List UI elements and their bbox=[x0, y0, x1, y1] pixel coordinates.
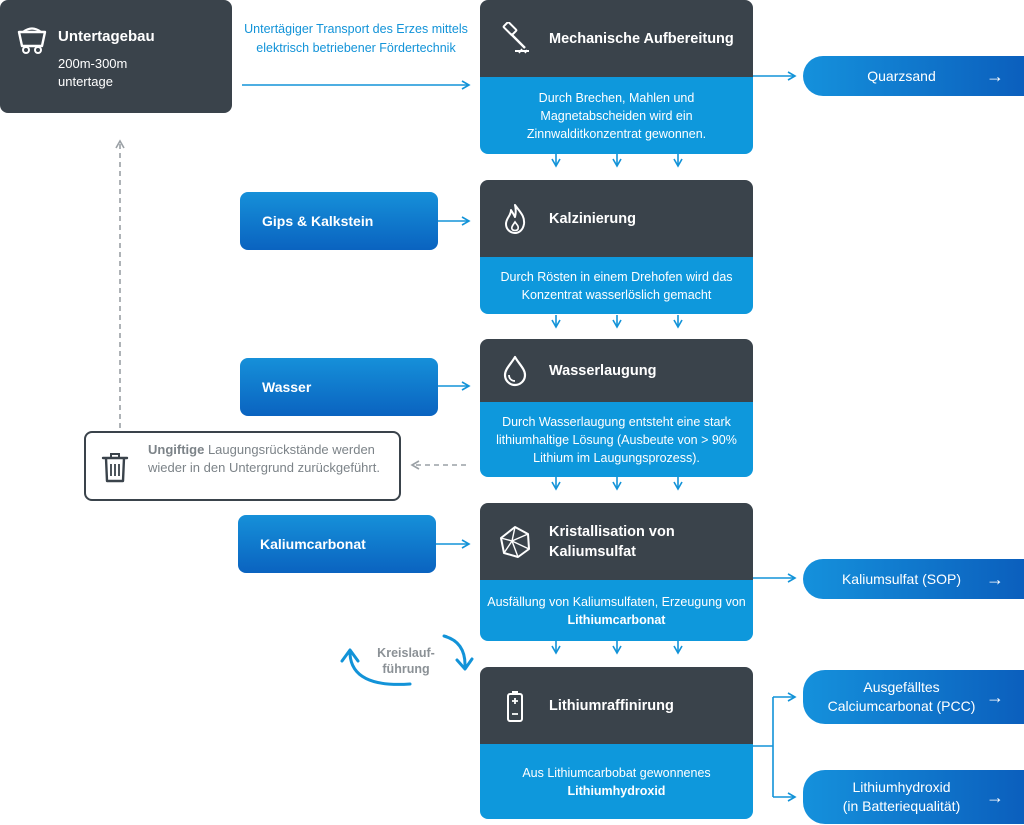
output-label: Lithiumhydroxid (in Batteriequalität) bbox=[803, 778, 986, 816]
battery-icon bbox=[507, 690, 523, 722]
step-header: Mechanische Aufbereitung bbox=[480, 0, 753, 77]
step-header: Kristallisation von Kaliumsulfat bbox=[480, 503, 753, 580]
step-kristallisation: Kristallisation von Kaliumsulfat Ausfäll… bbox=[480, 503, 753, 641]
step-title: Lithiumraffinirung bbox=[549, 697, 674, 714]
arrow-right-icon: → bbox=[986, 568, 1004, 589]
output-lithiumhydroxid: Lithiumhydroxid (in Batteriequalität) → bbox=[803, 770, 1024, 824]
output-pcc: Ausgefälltes Calciumcarbonat (PCC) → bbox=[803, 670, 1024, 724]
flow-arrows-3 bbox=[551, 477, 683, 491]
output-label-line2: Calciumcarbonat (PCC) bbox=[827, 698, 976, 714]
mine-cart-icon bbox=[17, 27, 47, 54]
flow-arrows-2 bbox=[551, 315, 683, 329]
hammer-icon bbox=[502, 21, 529, 53]
residue-text: Ungiftige Laugungsrückstände werden wied… bbox=[148, 441, 388, 477]
raffinirung-branch bbox=[753, 697, 774, 797]
step-wasserlaugung: Wasserlaugung Durch Wasserlaugung entste… bbox=[480, 339, 753, 477]
step-description-highlight: Lithiumhydroxid bbox=[567, 783, 666, 798]
output-label-line1: Ausgefälltes bbox=[863, 679, 940, 695]
mine-box: Untertagebau 200m-300m untertage bbox=[0, 0, 232, 113]
kreislauf-line2: führung bbox=[382, 662, 430, 676]
step-description: Aus Lithiumcarbobat gewonnenes Lithiumhy… bbox=[480, 744, 753, 819]
step-header: Lithiumraffinirung bbox=[480, 667, 753, 744]
output-label: Kaliumsulfat (SOP) bbox=[841, 570, 962, 587]
output-label: Quarzsand bbox=[867, 67, 936, 84]
input-wasser: Wasser bbox=[240, 358, 438, 416]
kreislauf-label: Kreislauf- führung bbox=[366, 645, 446, 677]
step-description: Durch Rösten in einem Drehofen wird das … bbox=[480, 257, 753, 314]
input-gips-kalkstein: Gips & Kalkstein bbox=[240, 192, 438, 250]
mine-depth: 200m-300m bbox=[58, 56, 128, 71]
trash-icon bbox=[101, 453, 129, 483]
step-header: Kalzinierung bbox=[480, 180, 753, 257]
flow-arrows-1 bbox=[551, 154, 683, 168]
step-title: Mechanische Aufbereitung bbox=[549, 30, 734, 47]
water-drop-icon bbox=[503, 355, 527, 386]
step-description-text: Aus Lithiumcarbobat gewonnenes bbox=[522, 765, 711, 780]
output-quarzsand: Quarzsand → bbox=[803, 56, 1024, 96]
output-label-line2: (in Batteriequalität) bbox=[842, 798, 961, 814]
step-description: Durch Wasserlaugung entsteht eine stark … bbox=[480, 402, 753, 477]
flame-icon bbox=[505, 203, 526, 234]
residue-box: Ungiftige Laugungsrückstände werden wied… bbox=[84, 431, 401, 501]
transport-note: Untertägiger Transport des Erzes mittels… bbox=[244, 22, 468, 55]
kreislauf-line1: Kreislauf- bbox=[377, 646, 435, 660]
arrow-right-icon: → bbox=[986, 786, 1004, 807]
step-header: Wasserlaugung bbox=[480, 339, 753, 402]
mine-subtitle: 200m-300m untertage bbox=[58, 55, 218, 91]
output-kaliumsulfat: Kaliumsulfat (SOP) → bbox=[803, 559, 1024, 599]
output-label-line1: Lithiumhydroxid bbox=[852, 779, 951, 795]
mine-title: Untertagebau bbox=[58, 28, 155, 45]
arrow-right-icon: → bbox=[986, 65, 1004, 86]
step-description-highlight: Lithiumcarbonat bbox=[567, 612, 666, 627]
step-kalzinierung: Kalzinierung Durch Rösten in einem Dreho… bbox=[480, 180, 753, 314]
flow-arrows-4 bbox=[551, 641, 683, 655]
kreislauf-arrow-up bbox=[348, 652, 412, 686]
crystal-icon bbox=[500, 525, 530, 558]
input-kaliumcarbonat: Kaliumcarbonat bbox=[238, 515, 436, 573]
step-title: Wasserlaugung bbox=[549, 362, 657, 379]
kreislauf-arrow-down bbox=[442, 634, 467, 669]
mine-location: untertage bbox=[58, 74, 113, 89]
step-title: Kalzinierung bbox=[549, 210, 637, 227]
step-description-text: Ausfällung von Kaliumsulfaten, Erzeugung… bbox=[487, 594, 746, 609]
output-label: Ausgefälltes Calciumcarbonat (PCC) bbox=[803, 678, 986, 716]
step-mechanische-aufbereitung: Mechanische Aufbereitung Durch Brechen, … bbox=[480, 0, 753, 154]
residue-highlight: Ungiftige bbox=[148, 442, 205, 457]
step-title: Kristallisation von Kaliumsulfat bbox=[549, 523, 675, 560]
residue-description: Laugungsrückstände werden wieder in den … bbox=[148, 442, 380, 475]
step-description: Ausfällung von Kaliumsulfaten, Erzeugung… bbox=[480, 580, 753, 641]
arrow-right-icon: → bbox=[986, 686, 1004, 707]
step-lithiumraffinirung: Lithiumraffinirung Aus Lithiumcarbobat g… bbox=[480, 667, 753, 819]
step-description: Durch Brechen, Mahlen und Magnetabscheid… bbox=[480, 77, 753, 154]
